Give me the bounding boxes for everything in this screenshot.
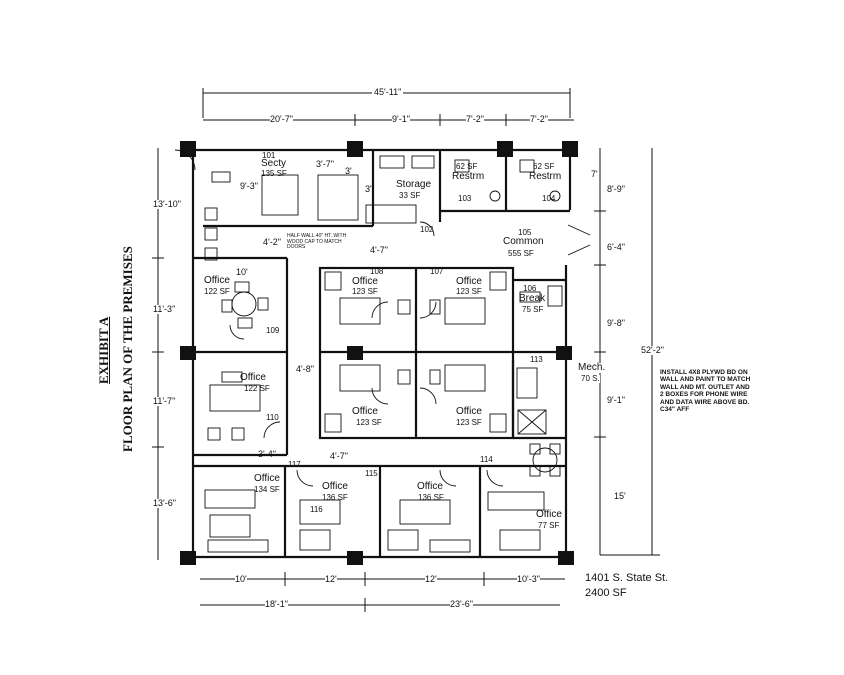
room-office-136a-name: Office — [322, 481, 348, 492]
room-common-area: 555 SF — [508, 249, 534, 258]
dim-bottom-3: 12' — [425, 574, 437, 584]
dim-right-2: 6'-4" — [607, 242, 625, 252]
room-restrm-103-name: Restrm — [452, 171, 485, 182]
room-break-name: Break — [519, 293, 546, 304]
room-common-name: Common — [503, 236, 544, 247]
room-office-107-name: Office — [456, 276, 482, 287]
room-storage-area: 33 SF — [399, 191, 421, 200]
room-restrm-103-area: 62 SF — [456, 162, 478, 171]
room-restrm-103-number: 103 — [458, 194, 472, 203]
address-area: 2400 SF — [585, 587, 627, 599]
room-office-77-area: 77 SF — [538, 521, 560, 530]
room-office-108-name: Office — [352, 276, 378, 287]
room-office-108-area: 123 SF — [352, 287, 378, 296]
dim-left-3: 11'-7" — [153, 396, 176, 406]
room-mech-area: 70 S. — [581, 374, 600, 383]
room-tag-110: 110 — [266, 413, 279, 422]
room-break-number: 106 — [523, 284, 537, 293]
dim-inner-9: 3' — [365, 184, 372, 194]
dim-inner-5: 4'-7" — [370, 245, 388, 255]
dim-inner-7: 4'-7" — [330, 451, 348, 461]
dim-inner-2: 3'-7" — [316, 159, 334, 169]
room-office-c1-name: Office — [352, 406, 378, 417]
room-office-77-name: Office — [536, 509, 562, 520]
room-office-108-number: 108 — [370, 267, 384, 276]
room-office-c2-area: 123 SF — [456, 418, 482, 427]
room-mech-name: Mech. — [578, 362, 606, 373]
dim-bottom-6: 23'-6" — [450, 599, 473, 609]
dim-top-seg-3: 7'-2" — [466, 114, 484, 124]
dim-top-seg-4: 7'-2" — [530, 114, 548, 124]
room-break-area: 75 SF — [522, 305, 544, 314]
room-office-122-area: 122 SF — [204, 287, 230, 296]
room-office-107-number: 107 — [430, 267, 444, 276]
install-note: INSTALL 4X8 PLYWD BD ON WALL AND PAINT T… — [660, 369, 751, 414]
dim-overall-width: 45'-11" — [372, 87, 404, 97]
room-office-107-area: 123 SF — [456, 287, 482, 296]
room-office-122-name: Office — [204, 275, 230, 286]
room-tag-114: 114 — [480, 455, 493, 464]
exhibit-title: FLOOR PLAN OF THE PREMISES — [120, 246, 135, 452]
dim-inner-11: 7' — [591, 169, 598, 179]
dim-bottom-1: 10' — [235, 574, 247, 584]
room-secty-area: 135 SF — [261, 169, 287, 178]
dim-inner-4: 4'-2" — [263, 237, 281, 247]
dim-right-3: 9'-8" — [607, 318, 625, 328]
dim-inner-3: 3' — [345, 166, 352, 176]
room-restrm-104-name: Restrm — [529, 171, 562, 182]
dim-bottom-5: 18'-1" — [265, 599, 288, 609]
exhibit-label: EXHIBIT A — [96, 316, 111, 384]
room-tag-109: 109 — [266, 326, 280, 335]
room-secty-name: Secty — [261, 158, 287, 169]
room-restrm-104-number: 104 — [542, 194, 556, 203]
furniture-group — [204, 155, 563, 553]
dim-top-seg-1: 20'-7" — [270, 114, 293, 124]
room-office-w-name: Office — [240, 372, 266, 383]
dim-left-2: 11'-3" — [153, 304, 176, 314]
dim-right-1: 8'-9" — [607, 184, 625, 194]
room-tag-113: 113 — [530, 355, 543, 364]
room-office-w-area: 122 SF — [244, 384, 270, 393]
dim-left-4: 13'-6" — [153, 498, 176, 508]
room-office-134-name: Office — [254, 473, 280, 484]
room-tag-117: 117 — [288, 460, 301, 469]
dim-right-4: 9'-1" — [607, 395, 625, 405]
half-wall-note: HALF WALL 40" HT. WITH WOOD CAP TO MATCH… — [287, 233, 347, 250]
room-tag-115: 115 — [365, 469, 378, 478]
dim-top-seg-2: 9'-1" — [392, 114, 410, 124]
room-office-c2-name: Office — [456, 406, 482, 417]
room-tag-116: 116 — [310, 505, 323, 514]
room-office-134-area: 134 SF — [254, 485, 280, 494]
room-office-136b-area: 136 SF — [418, 493, 444, 502]
room-office-c1-area: 123 SF — [356, 418, 382, 427]
dim-left-1: 13'-10" — [153, 199, 181, 209]
dim-right-5: 15' — [614, 491, 626, 501]
room-secty-number: 101 — [262, 151, 276, 160]
room-common-number: 105 — [518, 228, 532, 237]
room-office-136a-area: 136 SF — [322, 493, 348, 502]
room-storage-name: Storage — [396, 179, 432, 190]
address-street: 1401 S. State St. — [585, 572, 669, 584]
dim-bottom-4: 10'-3" — [517, 574, 540, 584]
dim-inner-8: 3'-4" — [258, 449, 276, 459]
dim-bottom-2: 12' — [325, 574, 337, 584]
room-office-136b-name: Office — [417, 481, 443, 492]
dim-inner-10: 10' — [236, 267, 248, 277]
room-restrm-104-area: 62 SF — [533, 162, 555, 171]
dim-right-total: 52'-2" — [641, 345, 664, 355]
dim-inner-6: 4'-8" — [296, 364, 314, 374]
dim-inner-1: 9'-3" — [240, 181, 258, 191]
room-tag-102: 102 — [420, 225, 434, 234]
